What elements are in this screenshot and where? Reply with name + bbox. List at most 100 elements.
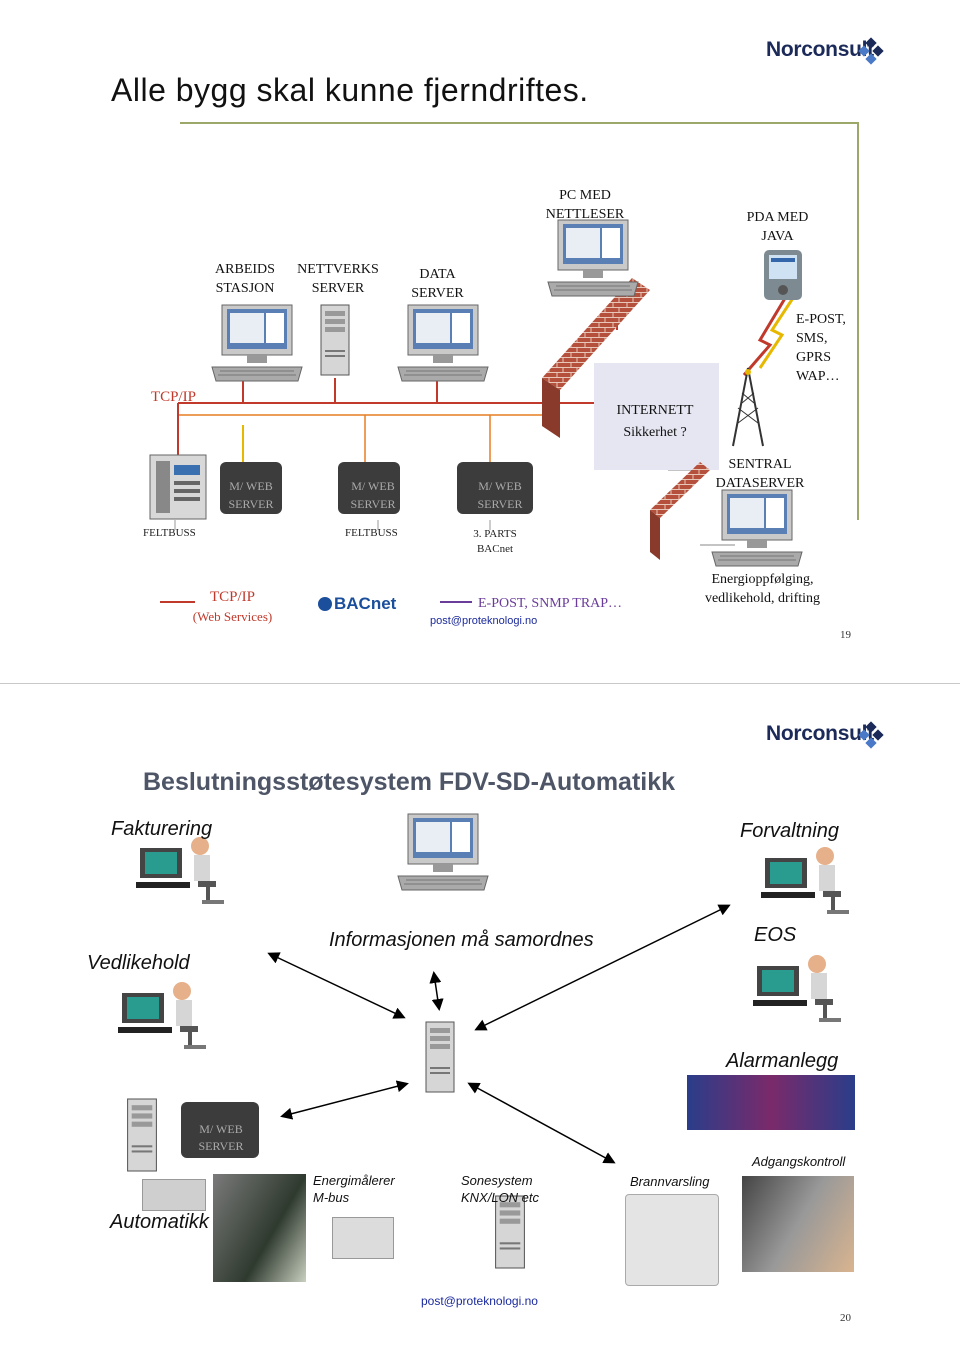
mweb-server-2 (338, 462, 400, 514)
bacnet-logo: BACnet (318, 594, 402, 616)
label-line: JAVA (761, 229, 794, 244)
label-informasjon: Informasjonen må samordnes (329, 929, 594, 951)
central-server-tower-icon (425, 1021, 455, 1093)
label-line: SERVER (350, 497, 396, 511)
label-line: vedlikehold, drifting (704, 591, 821, 606)
label-pda-med-java: PDA MED JAVA (720, 208, 835, 246)
label-forvaltning: Forvaltning (740, 820, 839, 842)
label-line: DATASERVER (715, 476, 805, 491)
frame-lines (180, 122, 859, 520)
label-line: Energimålerer (313, 1173, 395, 1188)
slide-2: Norconsult Beslutningsstøtesystem FDV-SD… (0, 684, 960, 1367)
slide-title: Alle bygg skal kunne fjerndriftes. (111, 72, 589, 108)
label-line: SERVER (311, 281, 365, 296)
alarmanlegg-image (687, 1075, 855, 1130)
label-line: GPRS (796, 350, 832, 365)
label-line: SERVER (198, 1139, 244, 1153)
label-eos: EOS (754, 924, 797, 946)
label-alarmanlegg: Alarmanlegg (726, 1050, 839, 1072)
label-line: KNX/LON etc (461, 1190, 540, 1205)
antenna-tower-icon (732, 367, 764, 447)
logo-text: Norconsult (766, 722, 874, 745)
label-sonesystem: Sonesystem KNX/LON etc (461, 1172, 539, 1206)
label-line: M/ WEB (199, 1122, 243, 1136)
label-line: SENTRAL (728, 457, 792, 472)
label-line: E-POST, (796, 312, 846, 327)
label-mweb: M/ WEB SERVER (181, 1121, 261, 1155)
slide-separator (0, 683, 960, 684)
automatikk-tower-icon (127, 1098, 157, 1172)
firewall-icon (650, 462, 710, 560)
label-line: NETTLESER (545, 207, 625, 222)
page-number: 20 (840, 1312, 851, 1324)
vedlikehold-worker-icon (116, 980, 208, 1051)
slide-1: Norconsult Alle bygg skal kunne fjerndri… (0, 0, 960, 683)
mweb-server-3 (457, 462, 533, 514)
label-line: DATA (419, 267, 456, 282)
label-dataserver: DATA SERVER (390, 265, 485, 303)
label-line: NETTVERKS (297, 262, 379, 277)
email-footer: post@proteknologi.no (430, 615, 538, 627)
legend-epost: E-POST, SNMP TRAP… (478, 596, 623, 611)
sentral-dataserver-computer-icon (711, 489, 803, 567)
label-3-parts-bacnet: 3. PARTS BACnet (465, 527, 525, 557)
pda-icon (764, 250, 802, 300)
label-line: M/ WEB (478, 479, 522, 493)
firewall-icon (542, 278, 650, 438)
mweb-server-1 (220, 462, 282, 514)
logo-text: Norconsult (766, 38, 874, 61)
label-adgangskontroll: Adgangskontroll (752, 1154, 846, 1169)
email-footer: post@proteknologi.no (421, 1294, 538, 1308)
label-mweb-3: M/ WEB SERVER (462, 477, 538, 513)
label-energi: Energioppfølging, vedlikehold, drifting (680, 570, 845, 608)
label-line: BACnet (476, 543, 514, 555)
label-line: M-bus (313, 1190, 350, 1205)
label-line: SERVER (411, 286, 464, 301)
dataserver-computer-icon (397, 304, 489, 382)
bacnet-logo-text: BACnet (334, 594, 397, 613)
legend-line: TCP/IP (209, 589, 255, 605)
bacnet-logo-icon (318, 597, 332, 611)
label-vedlikehold: Vedlikehold (87, 952, 190, 974)
label-feltbuss-1: FELTBUSS (143, 527, 196, 539)
legend-tcpip: TCP/IP (Web Services) (185, 588, 280, 626)
label-line: M/ WEB (229, 479, 273, 493)
label-energimaler: Energimålerer M-bus (313, 1172, 395, 1206)
plc-controller-icon (149, 454, 207, 520)
label-line: PDA MED (746, 210, 809, 225)
internet-box (594, 363, 719, 470)
label-tcpip-top: TCP/IP (151, 389, 197, 405)
label-line: STASJON (215, 281, 275, 296)
label-nettverksserver: NETTVERKS SERVER (283, 260, 393, 298)
label-arbeidsstasjon: ARBEIDS STASJON (195, 260, 295, 298)
label-mweb-1: M/ WEB SERVER (220, 477, 282, 513)
label-fakturering: Fakturering (111, 818, 213, 840)
label-line: Energioppfølging, (711, 572, 814, 587)
label-pc-med-nettleser: PC MED NETTLESER (525, 186, 645, 224)
arbeidsstasjon-computer-icon (211, 304, 303, 382)
label-line: SERVER (228, 497, 274, 511)
label-line: ARBEIDS (215, 262, 275, 277)
label-line: Sonesystem (461, 1173, 533, 1188)
nettverksserver-tower-icon (320, 304, 350, 376)
mweb-server-controller (181, 1102, 259, 1158)
diamond-logo-icon (858, 37, 884, 65)
diamond-logo-icon (858, 721, 884, 749)
slide-title: Beslutningsstøtesystem FDV-SD-Automatikk (143, 768, 676, 796)
label-line: Sikkerhet ? (623, 425, 687, 440)
eos-worker-icon (751, 953, 843, 1024)
sonesystem-tower-icon (495, 1195, 525, 1269)
label-internett: INTERNETT Sikkerhet ? (610, 401, 700, 442)
page-number: 19 (840, 629, 851, 641)
norconsult-logo: Norconsult (766, 37, 896, 70)
forvaltning-worker-icon (759, 845, 851, 916)
label-feltbuss-2: FELTBUSS (345, 527, 398, 539)
label-mweb-2: M/ WEB SERVER (338, 477, 408, 513)
cabinet-photo (213, 1174, 306, 1282)
norconsult-logo: Norconsult (766, 721, 896, 754)
label-line: M/ WEB (351, 479, 395, 493)
adgangskontroll-photo (742, 1176, 854, 1272)
label-line: 3. PARTS (473, 528, 517, 540)
label-line: SERVER (477, 497, 523, 511)
energimaler-device (332, 1217, 394, 1259)
